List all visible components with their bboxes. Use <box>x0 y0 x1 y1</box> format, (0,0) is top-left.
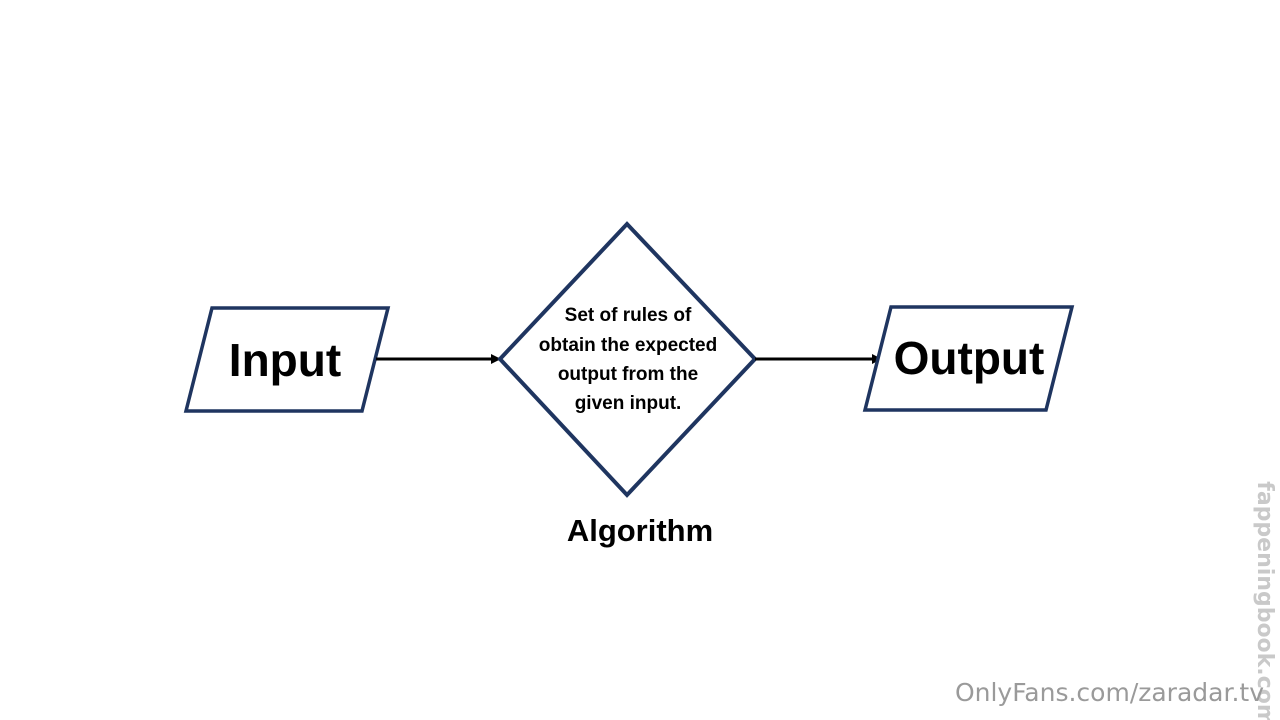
output-shape <box>862 305 1075 412</box>
input-shape <box>183 306 391 413</box>
algorithm-text-line-4: given input. <box>575 393 682 414</box>
algorithm-text-line-3: output from the <box>558 364 698 385</box>
algorithm-shape <box>497 221 758 498</box>
input-label: Input <box>229 334 341 386</box>
algorithm-caption: Algorithm <box>567 513 713 548</box>
algorithm-text-line-1: Set of rules of <box>565 305 692 326</box>
input-node: Input <box>183 306 391 413</box>
bottom-watermark: OnlyFans.com/zaradar.tv <box>955 678 1264 707</box>
side-watermark: fappeningbook.com <box>1252 481 1277 720</box>
output-label: Output <box>894 332 1045 384</box>
output-node: Output <box>862 305 1075 412</box>
algorithm-node: Set of rules of obtain the expected outp… <box>497 221 758 548</box>
algorithm-text-line-2: obtain the expected <box>539 335 717 356</box>
